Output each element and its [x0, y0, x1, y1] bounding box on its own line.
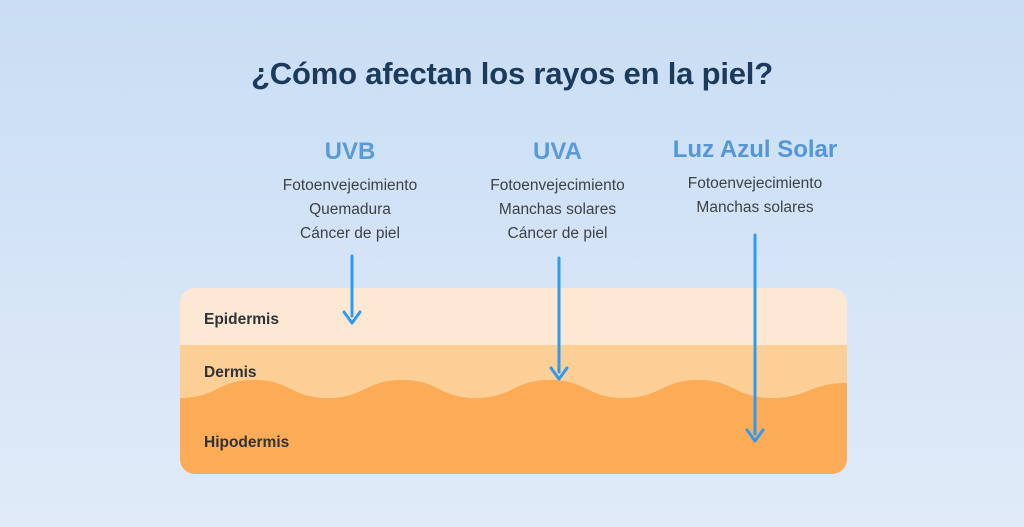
ray-column-uvb: UVB Fotoenvejecimiento Quemadura Cáncer …	[250, 140, 450, 246]
skin-layer-hipodermis	[180, 380, 847, 474]
ray-column-luz-azul-solar: Luz Azul Solar Fotoenvejecimiento Mancha…	[650, 138, 860, 220]
ray-heading-uva: UVA	[533, 138, 582, 165]
arrow-down-icon	[342, 310, 362, 325]
ray-effect-item: Fotoenvejecimiento	[490, 177, 625, 194]
ray-effect-item: Manchas solares	[696, 199, 814, 217]
ray-effect-item: Cáncer de piel	[300, 225, 400, 243]
ray-effect-item: Manchas solares	[498, 201, 617, 219]
skin-layer-label-epidermis: Epidermis	[204, 311, 279, 328]
ray-heading-luz-azul-solar: Luz Azul Solar	[672, 136, 838, 163]
skin-cross-section	[180, 288, 847, 474]
skin-layer-label-hipodermis: Hipodermis	[204, 434, 290, 451]
arrow-down-icon	[745, 428, 765, 443]
ray-effect-item: Fotoenvejecimiento	[282, 177, 418, 194]
ray-arrow-uva	[549, 256, 569, 381]
ray-arrow-luz-azul-solar	[745, 233, 765, 443]
ray-effect-item: Quemadura	[309, 201, 391, 219]
ray-effect-item: Cáncer de piel	[507, 225, 608, 243]
skin-layers-graphic	[180, 288, 847, 474]
arrow-down-icon	[549, 366, 569, 381]
skin-layer-label-dermis: Dermis	[204, 364, 257, 381]
ray-heading-uvb: UVB	[324, 138, 376, 165]
page-title: ¿Cómo afectan los rayos en la piel?	[251, 56, 773, 91]
ray-arrow-uvb	[342, 254, 362, 325]
ray-column-uva: UVA Fotoenvejecimiento Manchas solares C…	[460, 140, 655, 246]
skin-layer-epidermis	[180, 288, 847, 345]
ray-effect-item: Fotoenvejecimiento	[687, 175, 823, 192]
